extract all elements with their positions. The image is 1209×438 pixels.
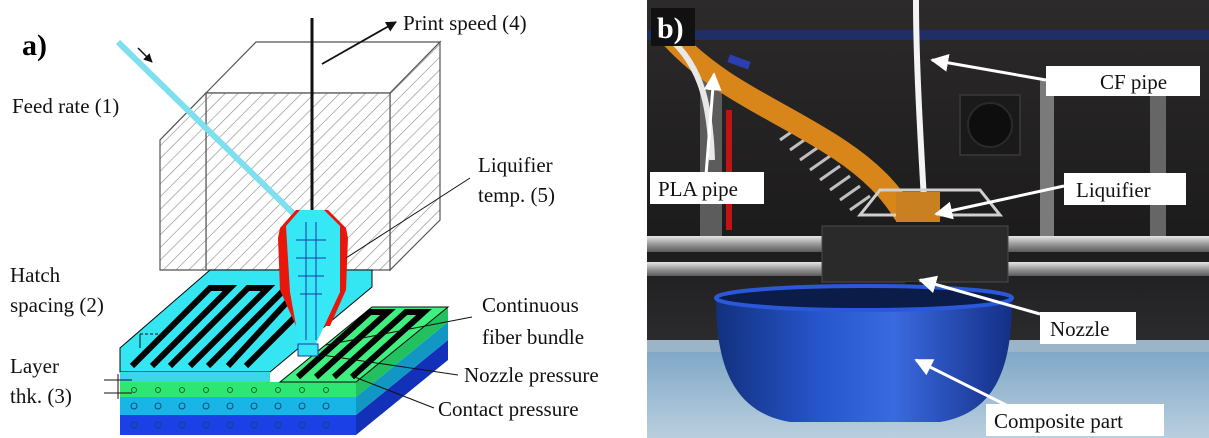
right-post: [1040, 80, 1054, 240]
print-speed-arrow: [321, 21, 397, 65]
composite-bowl: [714, 284, 1014, 422]
liquifier-temp-label-2: temp. (5): [478, 183, 555, 207]
pla-pipe-label-box: [650, 172, 764, 204]
red-accent: [726, 110, 732, 230]
liquifier-head: [278, 210, 348, 357]
feed-arrow: [137, 47, 153, 63]
liquifier-label-box: [1064, 173, 1186, 205]
hatch-spacing-label-1: Hatch: [10, 263, 61, 287]
panel-b: b) CF pipe PLA pipe Liquifier Nozzle Com…: [647, 0, 1209, 438]
nozzle-label: Nozzle: [1050, 317, 1109, 341]
layered-part: [119, 269, 450, 435]
far-right-post: [1150, 80, 1166, 250]
cf-pipe-label-box: [1046, 66, 1200, 96]
zip-tie: [727, 54, 751, 70]
pla-pipe-label: PLA pipe: [658, 177, 738, 201]
liquifier-temp-label-1: Liquifier: [478, 153, 553, 177]
fan-hub: [967, 102, 1013, 148]
cf-pipe: [913, 0, 927, 201]
contact-pressure-label: Contact pressure: [438, 397, 579, 421]
fiber-feed-line: [115, 39, 303, 223]
layer-thickness-label-1: Layer: [10, 354, 59, 378]
cf-pipe-label: CF pipe: [1100, 70, 1167, 94]
liquifier-label: Liquifier: [1076, 178, 1151, 202]
panel-a: a) Feed rate (1) Print speed (4) Liquifi…: [10, 11, 599, 435]
composite-part-label: Composite part: [994, 409, 1123, 433]
fiber-bundle-label-1: Continuous: [482, 293, 579, 317]
feed-rate-label: Feed rate (1): [12, 94, 119, 118]
print-speed-label: Print speed (4): [403, 11, 527, 35]
nozzle-pressure-label: Nozzle pressure: [464, 363, 599, 387]
carriage-block: [821, 225, 1009, 283]
panel-b-tag-bg: [651, 8, 695, 46]
layer-thickness-label-2: thk. (3): [10, 384, 72, 408]
panel-a-tag: a): [22, 29, 47, 62]
panel-b-tag: b): [657, 12, 684, 45]
composite-part-label-box: [986, 404, 1164, 436]
frame-top-strip: [647, 30, 1209, 40]
nozzle-label-box: [1040, 312, 1136, 344]
fiber-bundle-label-2: fiber bundle: [482, 325, 584, 349]
liquifier-body: [896, 192, 940, 222]
hatch-spacing-label-2: spacing (2): [10, 293, 104, 317]
liquifier-block: [159, 40, 442, 272]
